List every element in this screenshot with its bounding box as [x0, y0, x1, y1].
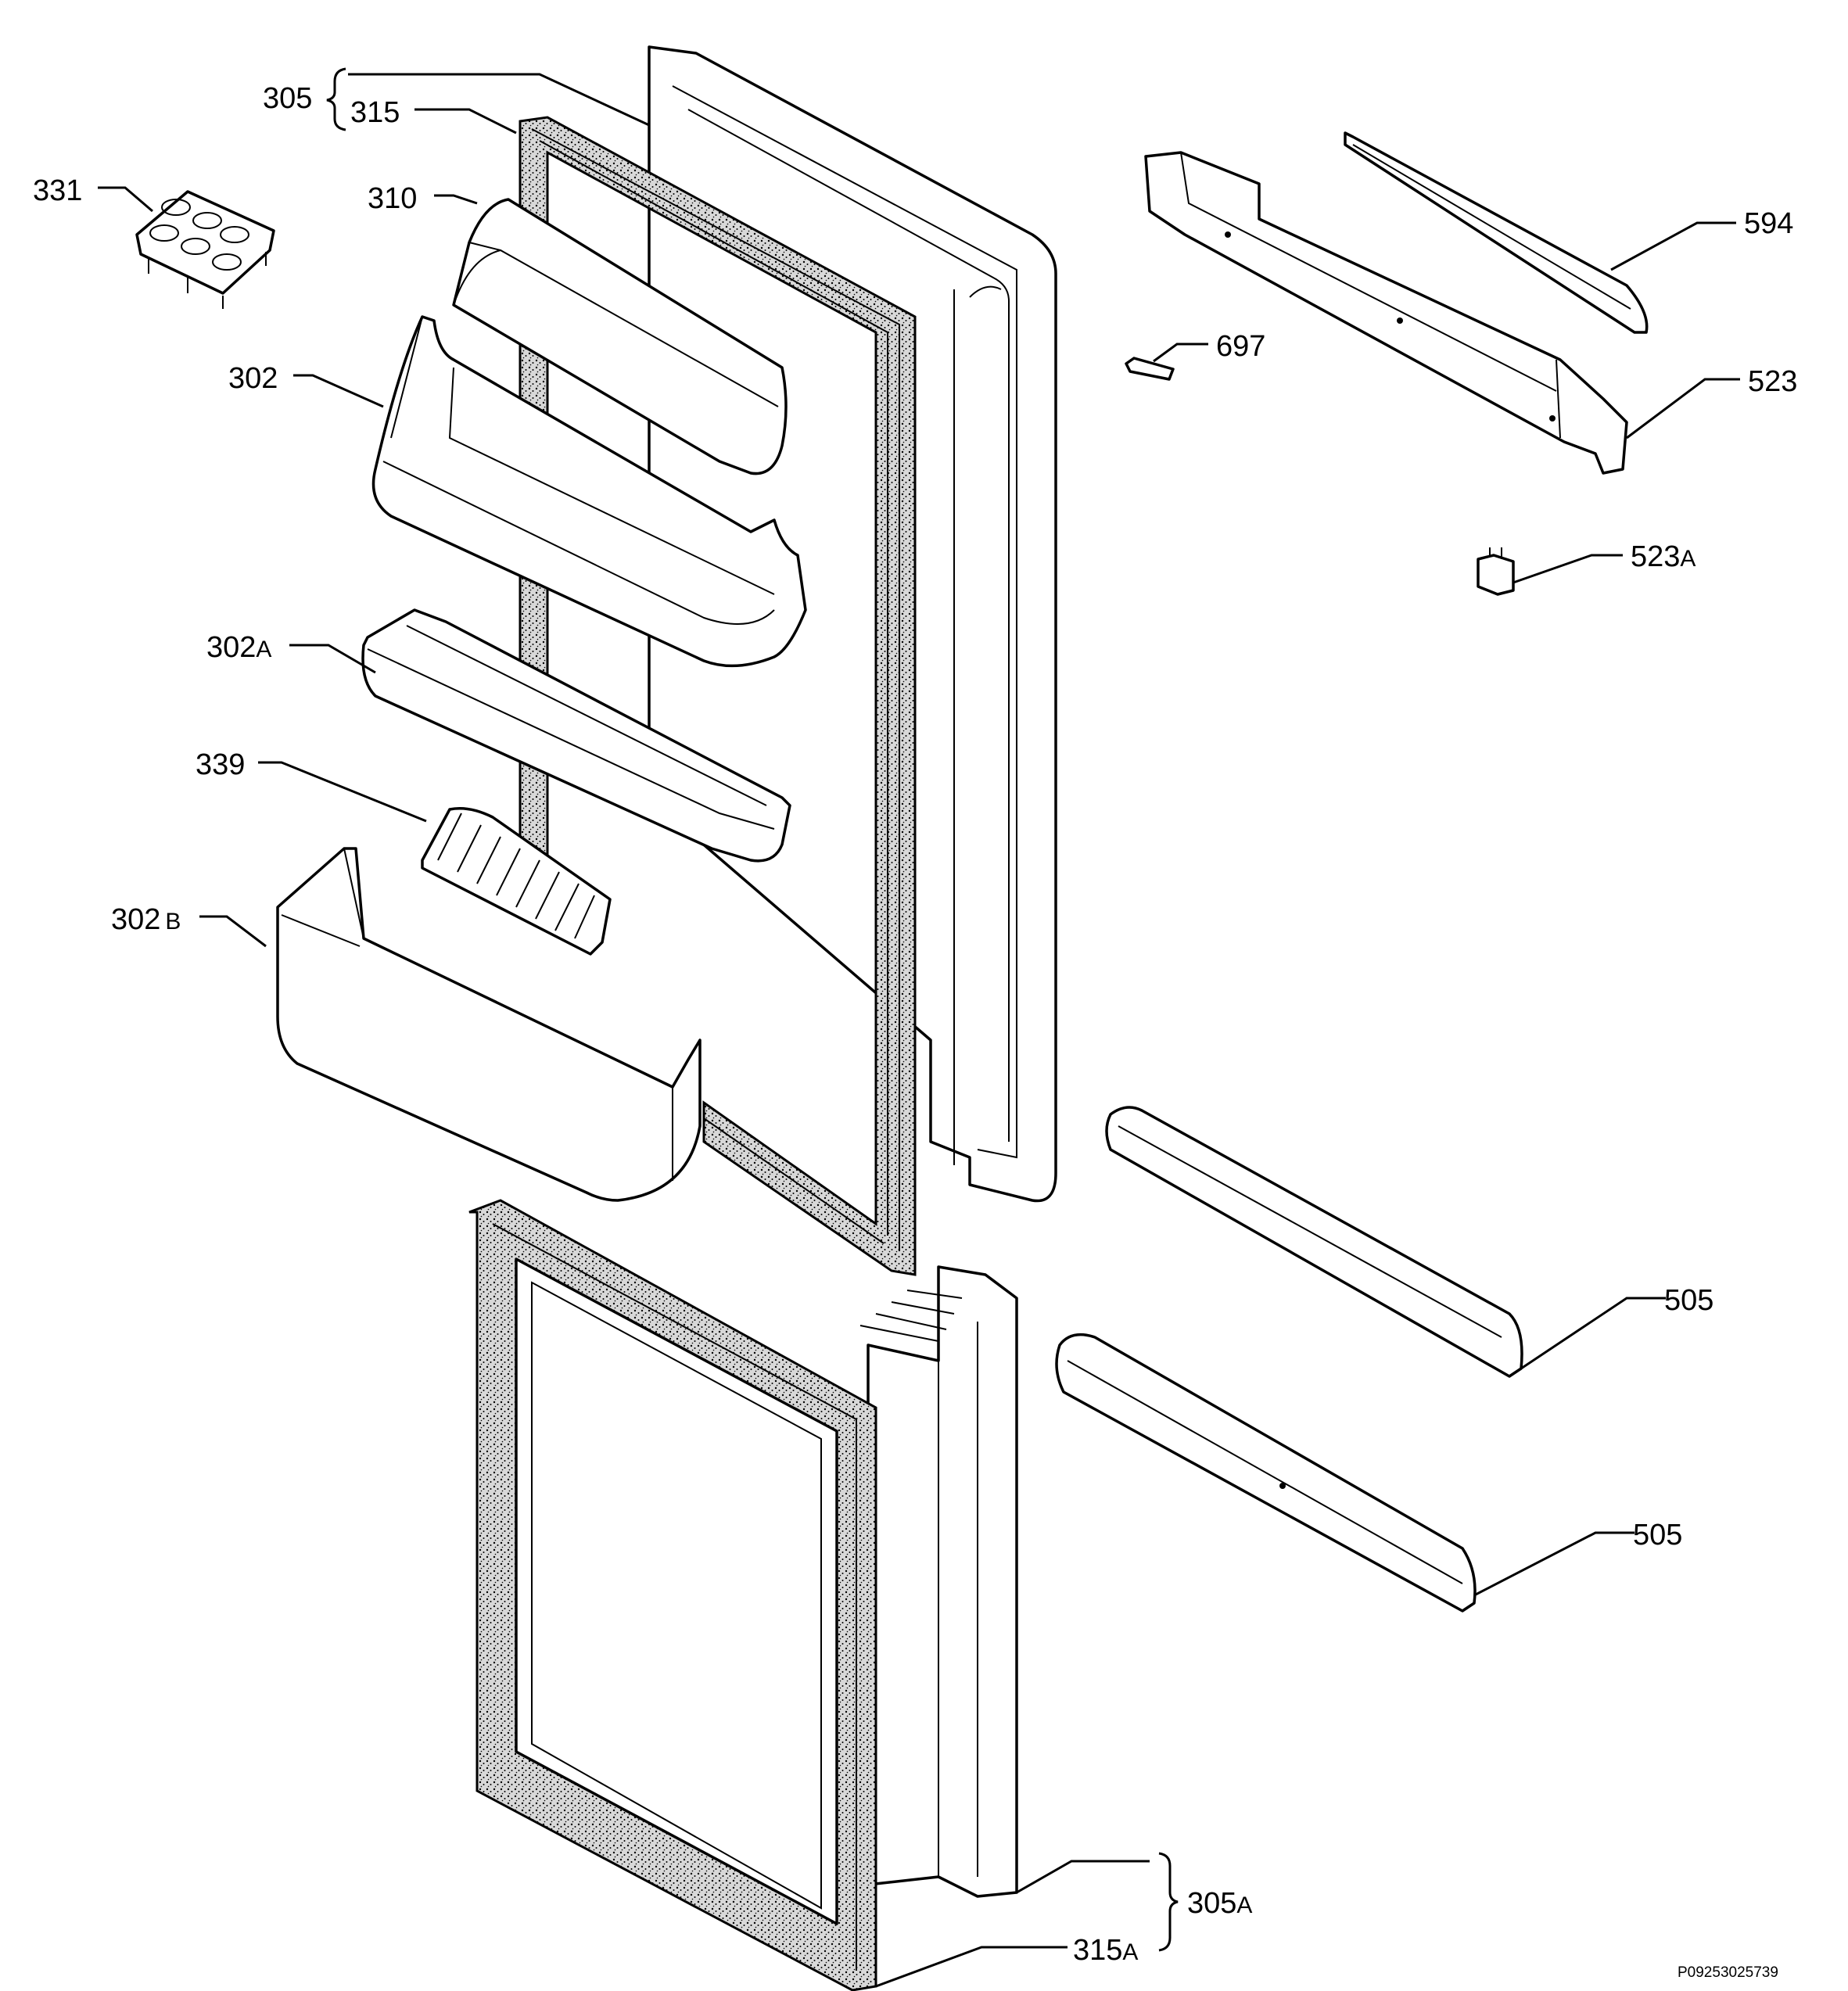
door-shelf-302a	[361, 608, 791, 863]
insert-594	[1344, 131, 1649, 334]
egg-tray-331	[135, 190, 275, 309]
label-305a-suffix: A	[1236, 1892, 1252, 1918]
label-302b-num: 302	[111, 903, 160, 936]
label-594: 594	[1744, 207, 1793, 240]
label-697: 697	[1216, 330, 1265, 363]
bottle-holder-339	[421, 807, 612, 956]
handle-505-upper	[1105, 1106, 1523, 1378]
label-302a-suffix: A	[256, 637, 271, 662]
upper-door-305	[648, 45, 1057, 1203]
label-315a-num: 315	[1073, 1934, 1122, 1967]
label-523a: 523A	[1631, 540, 1695, 573]
label-505-lower: 505	[1633, 1519, 1682, 1552]
top-cover-523	[1144, 151, 1628, 475]
label-302a: 302A	[206, 631, 271, 664]
lower-gasket-315a	[468, 1199, 877, 1991]
label-315a: 315A	[1073, 1934, 1138, 1967]
door-shelf-302	[371, 315, 807, 668]
label-505-upper: 505	[1664, 1284, 1713, 1317]
label-523: 523	[1748, 365, 1797, 398]
lower-door-305a	[859, 1265, 1018, 1898]
label-523a-num: 523	[1631, 540, 1680, 573]
butter-lid-310	[452, 198, 788, 475]
cap-523a	[1477, 547, 1515, 596]
label-305a: 305A	[1187, 1887, 1252, 1920]
label-302a-num: 302	[206, 631, 256, 664]
label-302: 302	[228, 362, 278, 395]
label-305: 305	[263, 82, 312, 115]
label-339: 339	[196, 748, 245, 781]
label-315a-suffix: A	[1122, 1939, 1138, 1965]
brace-305	[326, 67, 346, 131]
brace-305a	[1158, 1852, 1179, 1952]
clip-697	[1125, 357, 1175, 381]
handle-505-lower	[1055, 1333, 1477, 1613]
label-315: 315	[350, 96, 400, 129]
label-310: 310	[368, 182, 417, 215]
reference-code: P09253025739	[1678, 1964, 1778, 1981]
label-305a-num: 305	[1187, 1887, 1236, 1920]
label-302b-suffix: B	[165, 909, 181, 935]
door-shelf-302b	[276, 847, 702, 1202]
label-523a-suffix: A	[1680, 546, 1695, 572]
label-331: 331	[33, 174, 82, 207]
leader-lines	[98, 73, 1740, 1988]
